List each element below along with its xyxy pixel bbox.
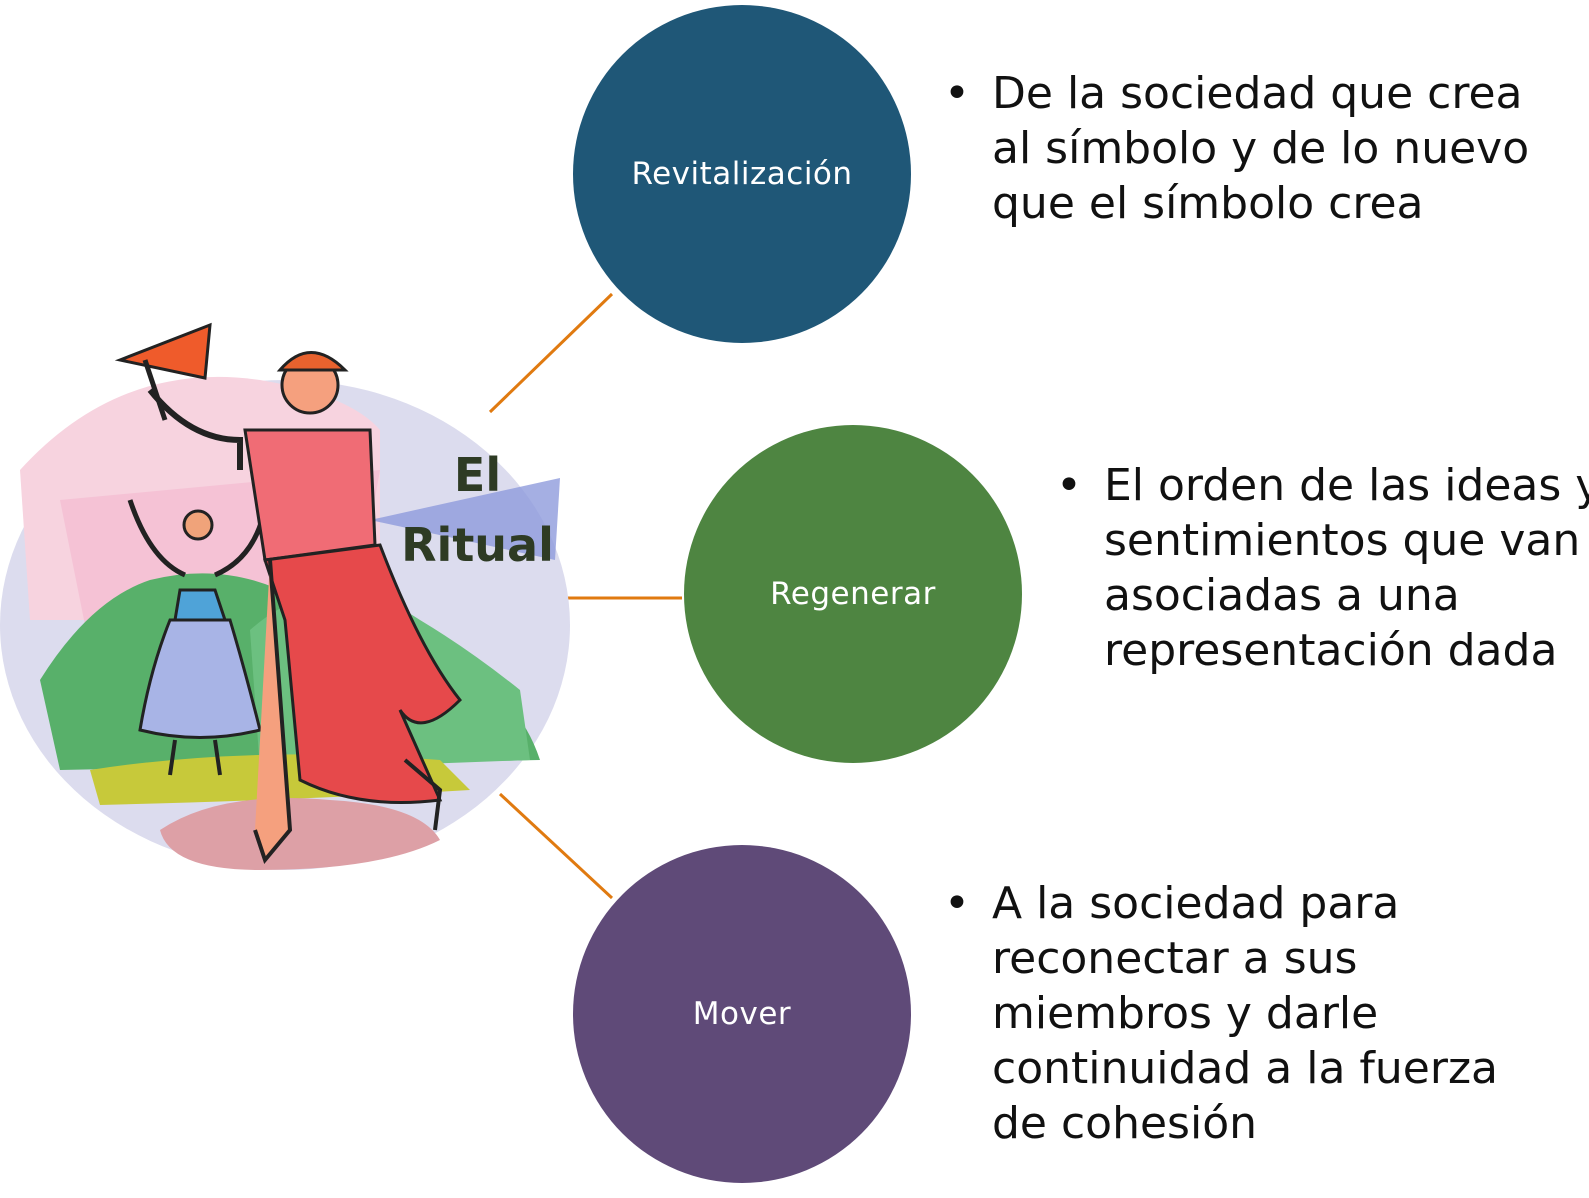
node-label: Revitalización bbox=[631, 156, 853, 192]
bullet-dot-icon: • bbox=[1056, 460, 1082, 511]
node-regenerar: Regenerar bbox=[684, 425, 1022, 763]
bullet-revitalizacion: • De la sociedad que crea al símbolo y d… bbox=[944, 66, 1552, 231]
center-title: El Ritual bbox=[385, 440, 570, 580]
dancers-illustration bbox=[0, 322, 570, 870]
connector-top bbox=[488, 292, 614, 414]
bullet-text: El orden de las ideas y sentimientos que… bbox=[1104, 460, 1589, 676]
bullet-dot-icon: • bbox=[944, 68, 970, 119]
bullet-text: De la sociedad que crea al símbolo y de … bbox=[992, 68, 1530, 229]
node-mover: Mover bbox=[573, 845, 911, 1183]
node-revitalizacion: Revitalización bbox=[573, 5, 911, 343]
center-title-line2: Ritual bbox=[401, 518, 554, 572]
bullet-text: A la sociedad para reconectar a sus miem… bbox=[992, 878, 1498, 1149]
node-label: Mover bbox=[692, 996, 792, 1032]
bullet-mover: • A la sociedad para reconectar a sus mi… bbox=[944, 876, 1552, 1151]
bullet-regenerar: • El orden de las ideas y sentimientos q… bbox=[1056, 458, 1589, 678]
bullet-dot-icon: • bbox=[944, 878, 970, 929]
node-label: Regenerar bbox=[770, 576, 936, 612]
center-title-line1: El bbox=[453, 448, 502, 502]
connector-bottom bbox=[498, 792, 614, 900]
